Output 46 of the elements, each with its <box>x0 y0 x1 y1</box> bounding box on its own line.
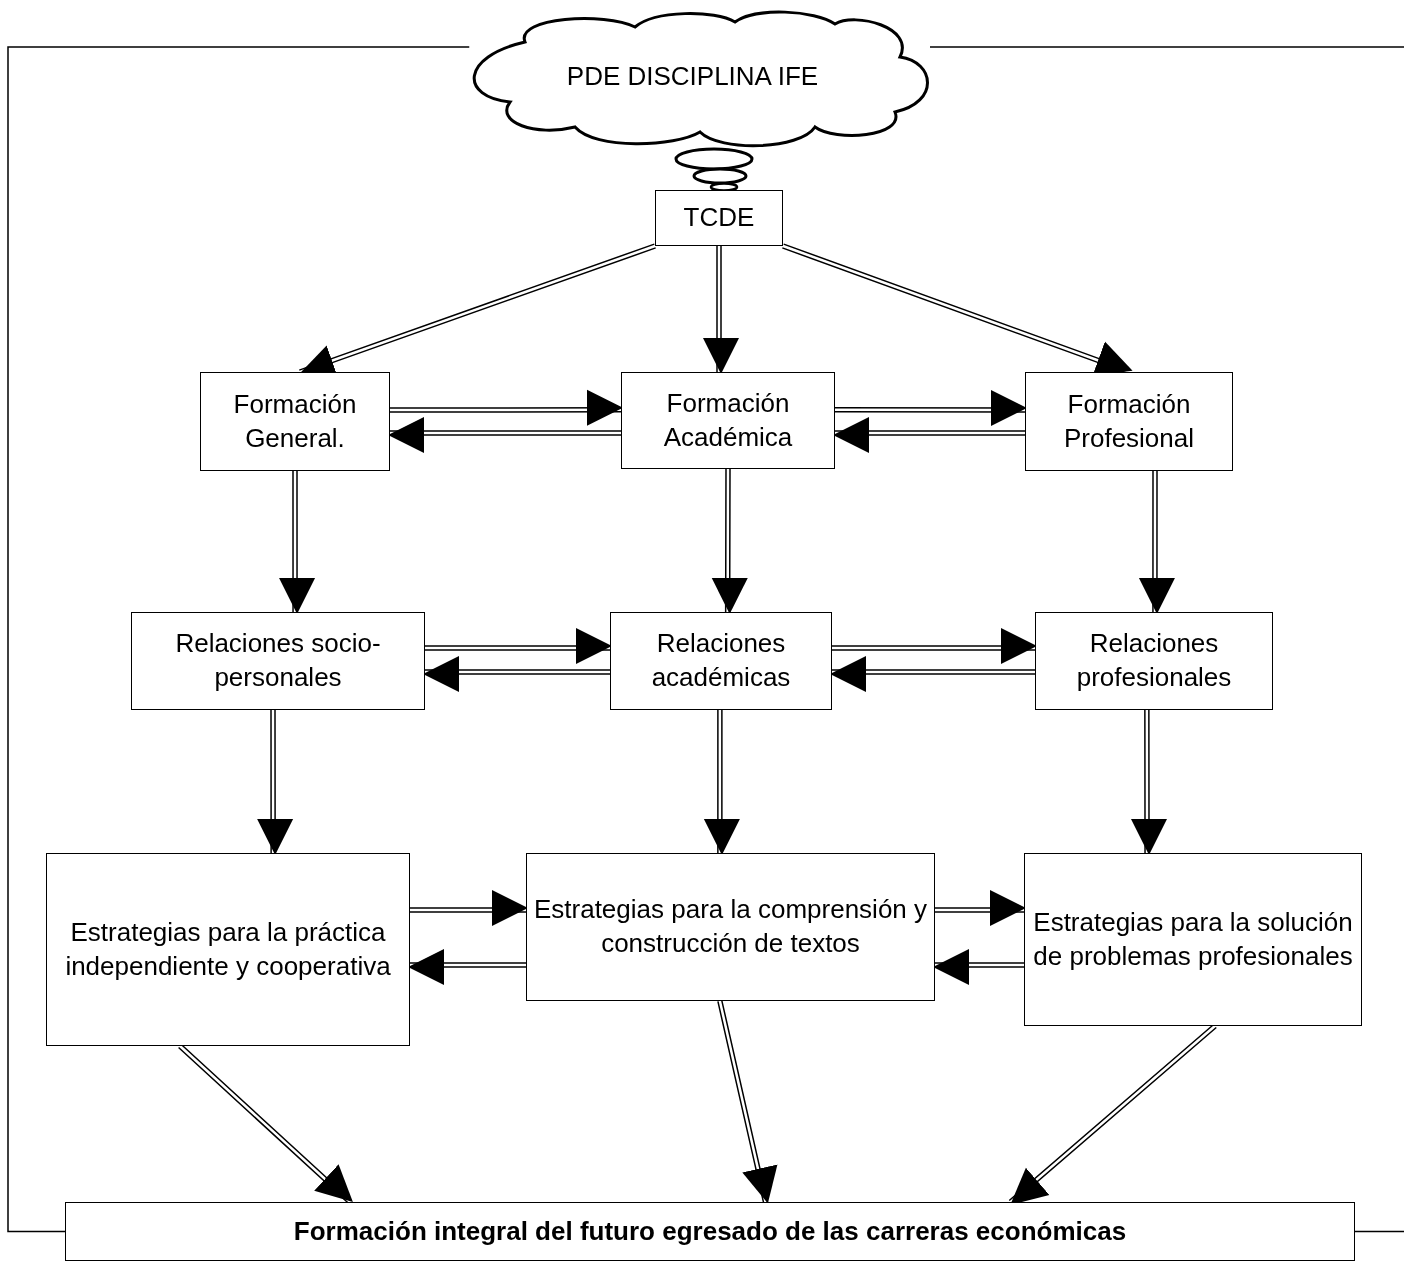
result-box <box>65 1202 1355 1261</box>
process-box <box>1035 612 1273 710</box>
double-arrow <box>934 890 1026 927</box>
double-arrow <box>703 245 739 374</box>
node-label: Formación Académica <box>662 386 794 454</box>
double-arrow <box>408 948 527 985</box>
double-arrow <box>389 389 623 426</box>
node-label: Estrategias para la solución de problemas profesionales <box>1032 905 1354 973</box>
node-label: Formación Profesional <box>1062 387 1196 455</box>
node-label: TCDE <box>682 201 756 235</box>
process-box <box>655 190 783 246</box>
double-arrow <box>424 627 612 664</box>
node-label: Relaciones socio-personales <box>174 627 382 694</box>
node-label: Estrategias para la práctica independiente y cooperativa <box>64 915 392 983</box>
double-arrow <box>388 417 622 453</box>
double-arrow <box>423 656 611 692</box>
double-arrow <box>257 709 294 855</box>
connector-line <box>7 46 470 1233</box>
double-arrow <box>833 417 1026 454</box>
node-label: Estrategias para la comprensión y construcción de textos <box>532 893 929 960</box>
connector-line <box>929 46 1404 48</box>
node-label: Relaciones profesionales <box>1075 627 1233 694</box>
double-arrow <box>279 470 316 614</box>
process-box <box>131 612 425 710</box>
process-box <box>46 853 410 1046</box>
double-arrow <box>409 889 528 926</box>
process-box <box>200 372 390 471</box>
heading: Formación integral del futuro egresado de las carreras económicas <box>292 1214 1128 1248</box>
double-arrow <box>717 999 778 1204</box>
double-arrow <box>703 709 740 855</box>
process-box <box>621 372 835 469</box>
process-box <box>1025 372 1233 471</box>
node-label: Relaciones académicas <box>650 627 792 694</box>
node-label: PDE DISCIPLINA IFE <box>565 60 820 94</box>
double-arrow <box>933 949 1025 985</box>
connector-line <box>1354 1230 1404 1233</box>
double-arrow <box>1138 470 1175 614</box>
double-arrow <box>834 390 1027 426</box>
process-box <box>526 853 935 1001</box>
double-arrow <box>1131 709 1167 855</box>
double-arrow <box>830 656 1036 692</box>
double-arrow <box>831 627 1037 664</box>
process-box <box>610 612 832 710</box>
node-label: Formación General. <box>232 387 358 455</box>
double-arrow <box>711 468 748 614</box>
process-box <box>1024 853 1362 1026</box>
